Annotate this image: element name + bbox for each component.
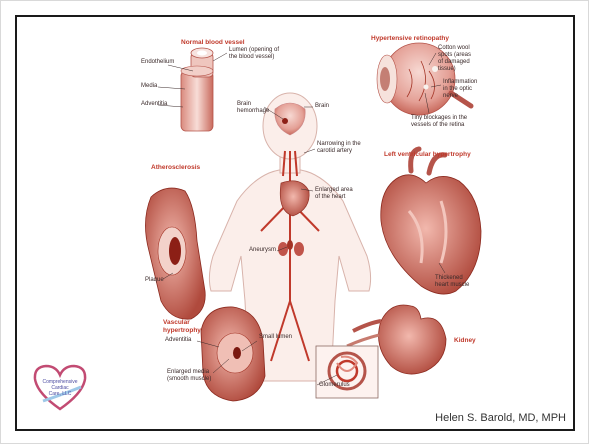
brain-label: Brain <box>315 103 329 110</box>
lumen-label: Lumen (opening of the blood vessel) <box>229 47 279 61</box>
thickened-label: Thickened heart muscle <box>435 275 469 289</box>
retinopathy-heading: Hypertensive retinopathy <box>371 35 449 42</box>
small-lumen-label: Small lumen <box>259 334 292 341</box>
aneurysm-bulge <box>287 240 293 250</box>
plaque-label: Plaque <box>145 277 164 284</box>
kidney-small-left <box>278 242 288 256</box>
vascular-hypertrophy-figure <box>201 307 265 401</box>
inflammation-label: Inflammation in the optic nerve <box>443 79 477 100</box>
adventitia-bottom-label: Adventitia <box>165 337 191 344</box>
media-label: Media <box>141 83 157 90</box>
atherosclerosis-heading: Atherosclerosis <box>151 164 200 171</box>
lvh-heading: Left ventricular hypertrophy <box>384 151 471 158</box>
logo-text: Comprehensive Cardiac Care, LLC <box>37 379 83 397</box>
glomerulus-label: Glomerulus <box>319 382 350 389</box>
narrowing-label: Narrowing in the carotid artery <box>317 141 361 155</box>
enlarged-heart-label: Enlarged area of the heart <box>315 187 353 201</box>
adventitia-top-label: Adventitia <box>141 101 167 108</box>
aneurysm-label: Aneurysm <box>249 247 276 254</box>
tiny-blockages-label: Tiny blockages in the vessels of the ret… <box>411 115 467 129</box>
kidney-heading: Kidney <box>454 337 476 344</box>
normal-vessel-figure <box>181 48 213 131</box>
normal-vessel-heading: Normal blood vessel <box>181 39 245 46</box>
endothelium-label: Endothelium <box>141 59 174 66</box>
enlarged-media-label: Enlarged media (smooth muscle) <box>167 369 211 383</box>
company-logo: Comprehensive Cardiac Care, LLC <box>31 361 89 413</box>
author-credit: Helen S. Barold, MD, MPH <box>435 412 566 424</box>
cotton-wool-label: Cotton wool spots (areas of damaged tiss… <box>438 45 471 73</box>
heart-figure <box>381 149 481 294</box>
kidney-small-right <box>294 242 304 256</box>
atherosclerosis-figure <box>145 188 205 319</box>
glomerulus-inset <box>316 346 378 398</box>
brain-hemorrhage-label: Brain hemorrhage <box>237 101 269 115</box>
vascular-hypertrophy-heading: Vascular hypertrophy <box>163 319 201 335</box>
